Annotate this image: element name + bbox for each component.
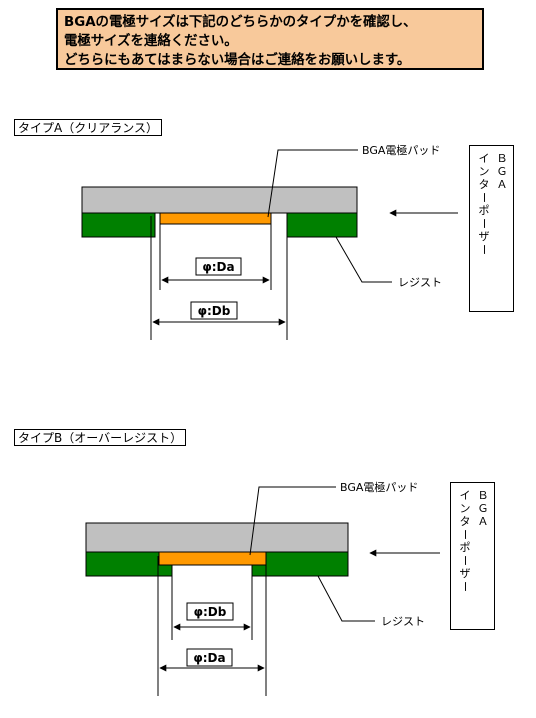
type-b-interposer [85,522,349,553]
type-a-dim-inner-box [195,257,242,276]
type-b-interposer-char: イ [459,489,471,502]
type-b-interposer-char: ザ [459,567,471,580]
type-b-resist-right [251,551,349,577]
type-a-interposer-char: タ [478,178,490,191]
notice-line-2: 電極サイズを連絡ください。 [64,34,238,49]
type-a-resist-left [81,212,156,238]
type-b-interposer-col-2: インターポーザー [459,489,472,593]
type-b-title: タイプB（オーバーレジスト） [14,429,187,446]
type-b-pad-leader [249,486,336,556]
type-b-interposer-char: Ａ [477,515,489,528]
type-b-resist-label: レジスト [381,615,425,628]
type-b-interposer-char: タ [459,515,471,528]
type-b-dim-outer-label: φ:Da [193,651,225,665]
type-a-pad-label: BGA電極パッド [362,143,440,157]
type-a-resist-leader [335,236,392,283]
type-b-interposer-char: ポ [459,541,471,554]
type-b-dim-outer-box [186,648,233,667]
type-a-dim-inner-label: φ:Da [202,260,234,274]
type-a-interposer-char: Ｇ [496,165,508,178]
type-b-dim-inner-box [186,602,234,621]
type-a-interposer-char: ン [478,165,490,178]
type-a-interposer-char: Ａ [496,178,508,191]
type-a-pad-leader [267,149,358,218]
type-b-interposer-char: Ｂ [477,489,489,502]
type-a-title: タイプA（クリアランス） [14,119,162,136]
type-a-dim-outer-box [190,301,238,320]
type-a-resist-label: レジスト [398,276,442,289]
type-b-interposer-char: Ｇ [477,502,489,515]
type-b-interposer-char: ン [459,502,471,515]
type-b-diagram: φ:Db φ:Da BGA電極パッド レジスト [85,480,440,696]
type-a-resist-right [286,212,358,238]
type-a-dim-outer-label: φ:Db [198,304,231,318]
type-a-interposer-char: イ [478,152,490,165]
type-a-interposer-char: ザ [478,230,490,243]
type-a-interposer [81,186,358,214]
type-a-pad [159,212,272,225]
type-b-resist-leader [317,575,375,622]
type-a-diagram: φ:Da φ:Db BGA電極パッド レジスト [81,143,458,340]
type-b-pad-label: BGA電極パッド [340,480,418,494]
type-a-interposer-char: Ｂ [496,152,508,165]
type-a-interposer-col-2: インターポーザー [478,152,491,256]
type-a-interposer-char: ポ [478,204,490,217]
notice-box: BGAの電極サイズは下記のどちらかのタイプかを確認し、 電極サイズを連絡ください… [56,8,484,70]
notice-line-1: BGAの電極サイズは下記のどちらかのタイプかを確認し、 [64,15,417,30]
type-b-dim-inner-label: φ:Db [194,605,227,619]
notice-line-3: どちらにもあてはまらない場合はご連絡をお願いします。 [64,53,411,68]
